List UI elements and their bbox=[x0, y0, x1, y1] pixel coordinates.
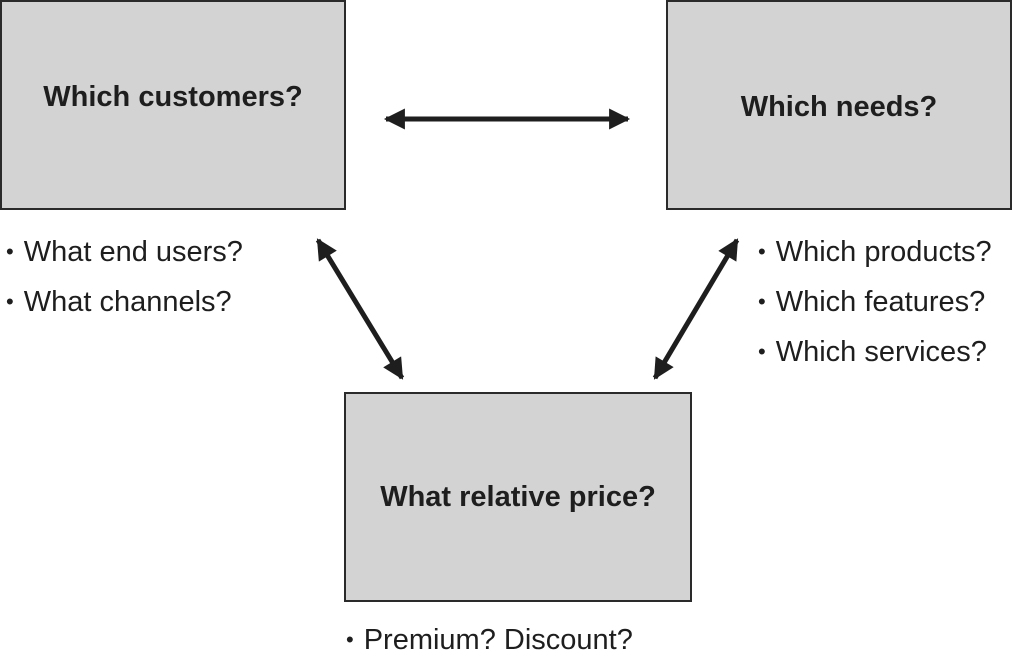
arrow-customers-price bbox=[315, 238, 405, 380]
needs-bullet-list: • Which products? • Which features? • Which… bbox=[758, 227, 992, 377]
customers-box: Which customers? bbox=[0, 0, 346, 210]
bullet-text: Premium? Discount? bbox=[363, 624, 633, 654]
bullet-text: What channels? bbox=[23, 286, 232, 318]
bullet-dot-icon: • bbox=[6, 289, 14, 314]
bullet-dot-icon: • bbox=[758, 339, 766, 364]
bullet-item: • Which products? bbox=[758, 227, 992, 277]
bullet-text: Which products? bbox=[775, 236, 992, 268]
bullet-item: • What channels? bbox=[6, 277, 243, 327]
bullet-text: Which services? bbox=[775, 336, 987, 368]
bullet-item: • Which services? bbox=[758, 327, 992, 377]
customers-box-title: Which customers? bbox=[43, 80, 303, 113]
needs-box: Which needs? bbox=[666, 0, 1012, 210]
price-box: What relative price? bbox=[344, 392, 692, 602]
bullet-dot-icon: • bbox=[6, 239, 14, 264]
needs-box-title: Which needs? bbox=[740, 90, 938, 123]
price-bullet-list: • Premium? Discount? bbox=[346, 615, 633, 654]
arrow-needs-price bbox=[652, 238, 740, 380]
price-box-title: What relative price? bbox=[380, 480, 656, 513]
bullet-dot-icon: • bbox=[758, 239, 766, 264]
bullet-dot-icon: • bbox=[758, 289, 766, 314]
bullet-text: Which features? bbox=[775, 286, 986, 318]
bullet-item: • What end users? bbox=[6, 227, 243, 277]
bullet-item: • Premium? Discount? bbox=[346, 615, 633, 654]
bullet-dot-icon: • bbox=[346, 627, 354, 652]
customers-bullet-list: • What end users? • What channels? bbox=[6, 227, 243, 327]
bullet-item: • Which features? bbox=[758, 277, 992, 327]
bullet-text: What end users? bbox=[23, 236, 243, 268]
